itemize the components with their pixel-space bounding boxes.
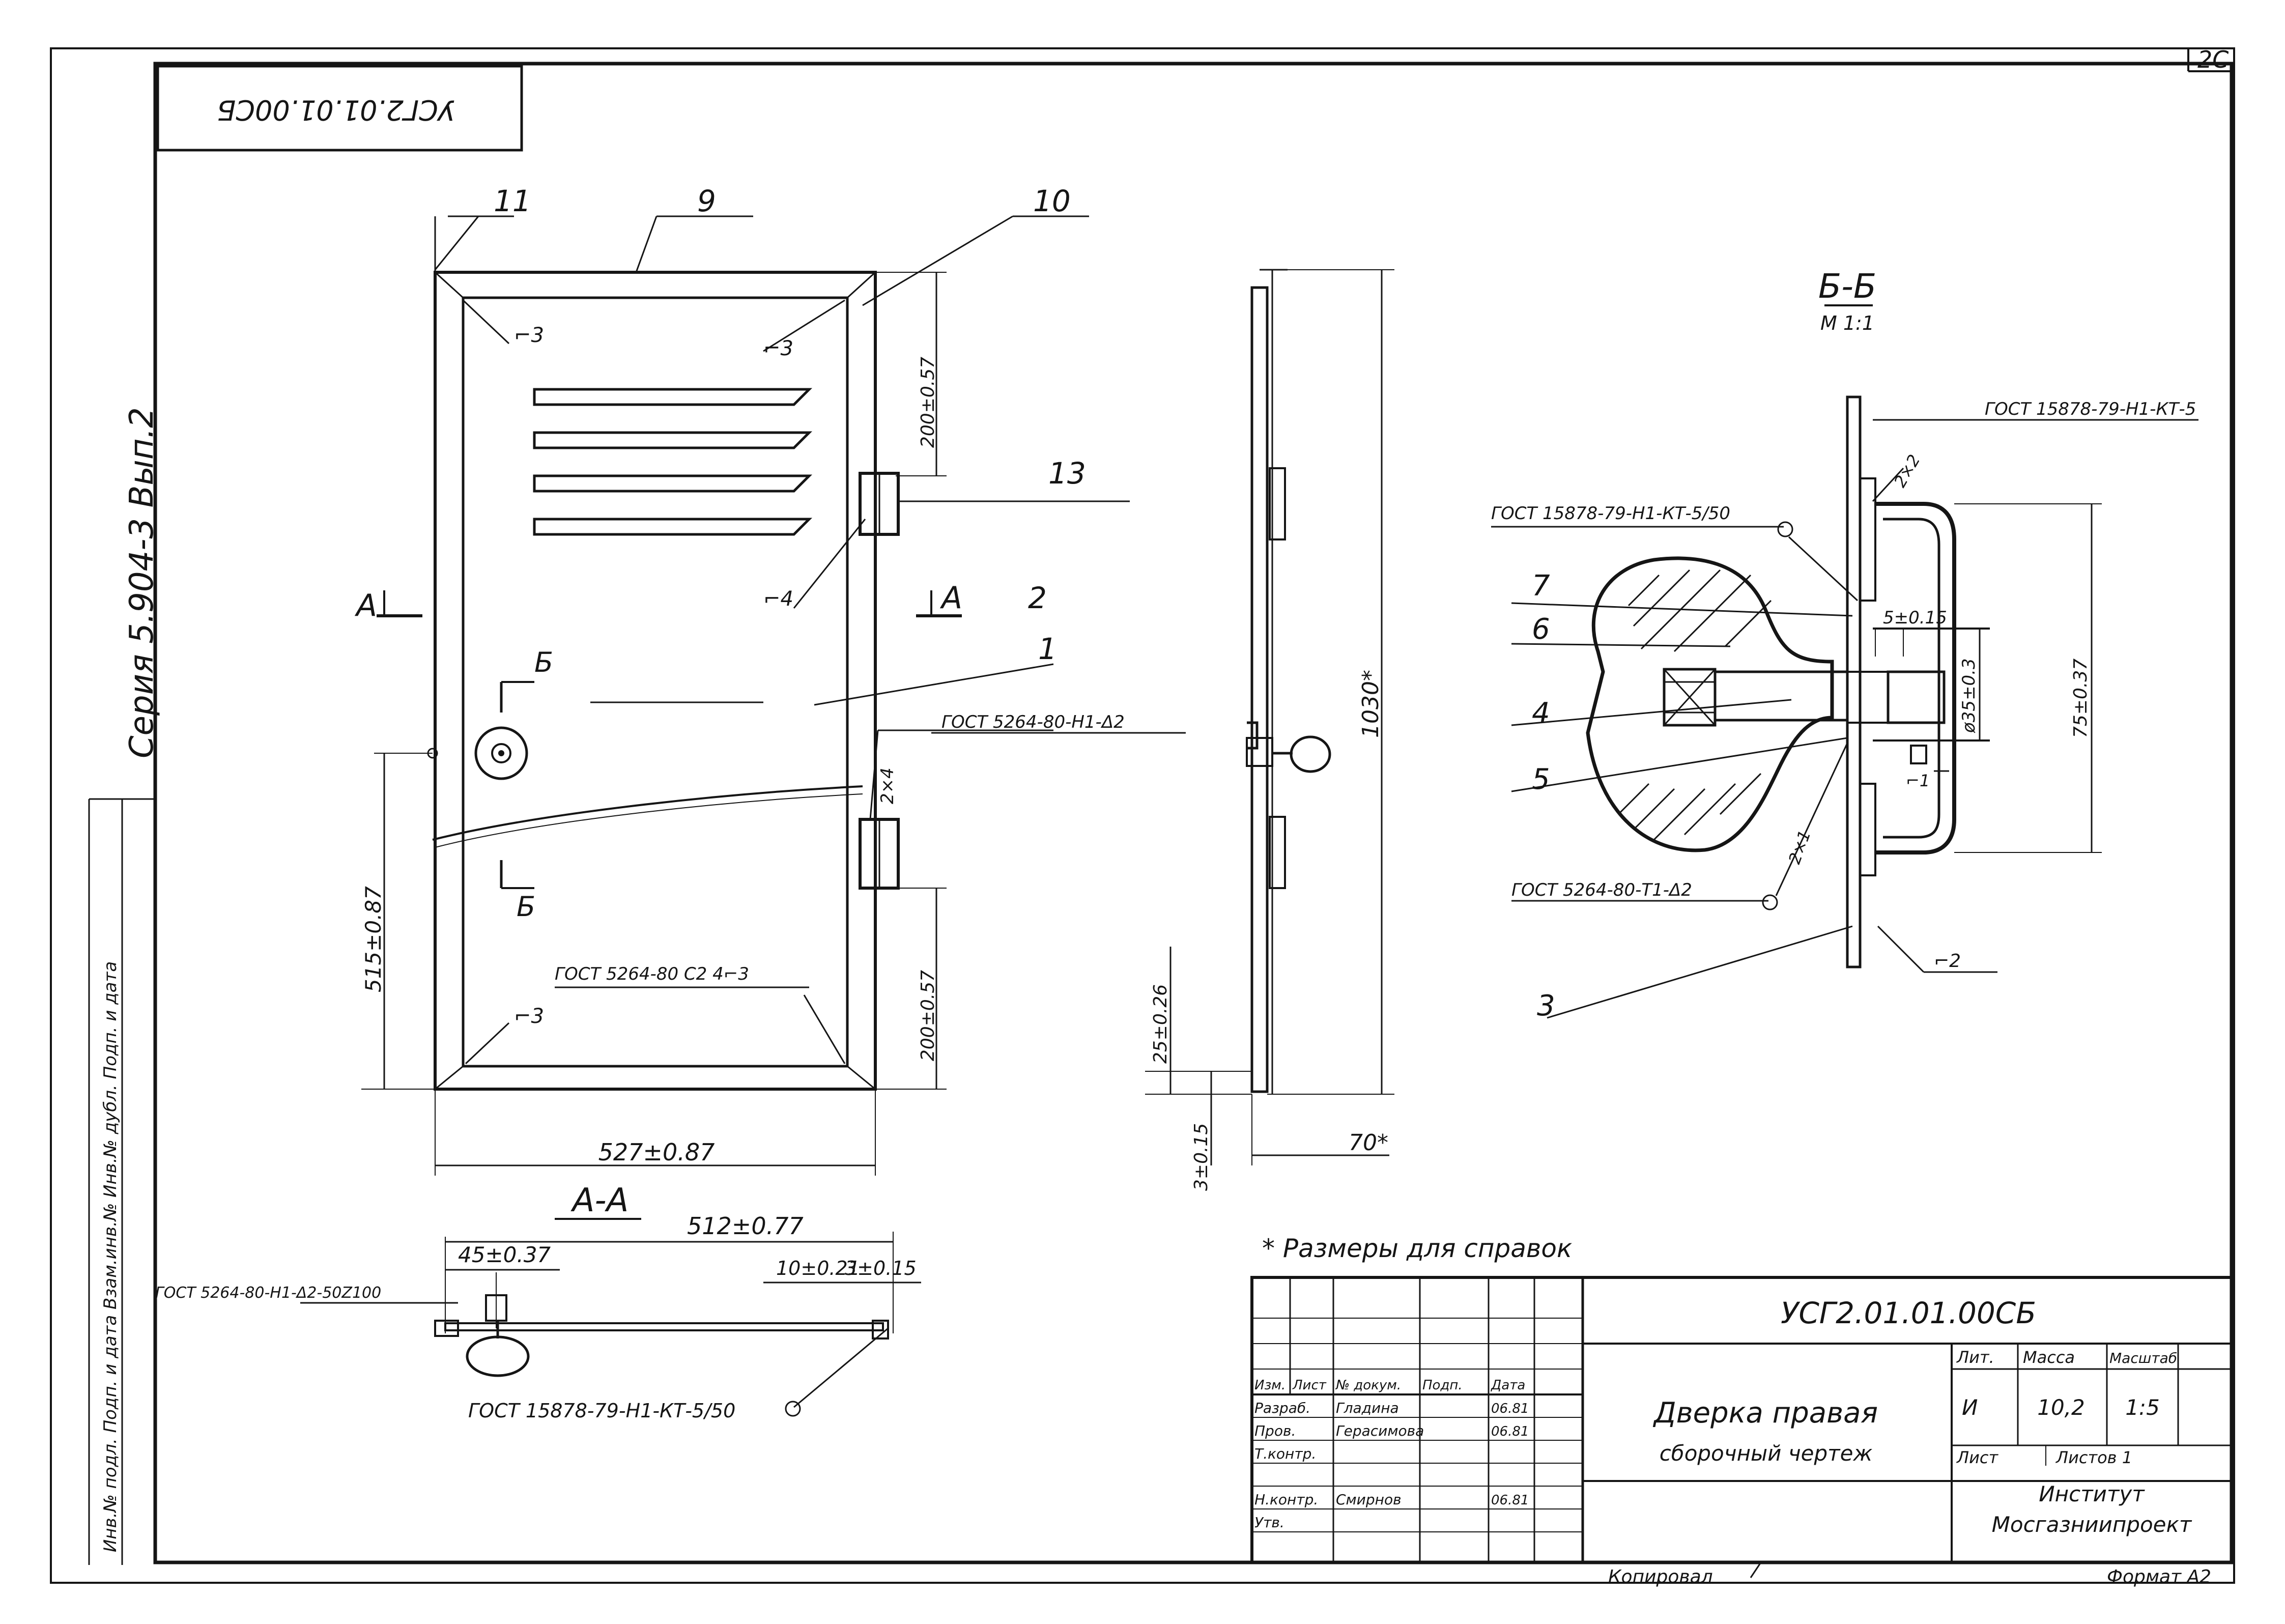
bb-callout-6: 6 [1532, 613, 1550, 646]
tb-name-1: Герасимова [1336, 1422, 1424, 1439]
corner-number: 2C [2197, 46, 2229, 73]
tb-head-podp: Подп. [1422, 1378, 1463, 1393]
title-block [1250, 1276, 2233, 1564]
tb-role-5: Утв. [1254, 1514, 1284, 1531]
tb-head-docnum: № докум. [1335, 1378, 1401, 1393]
tb-head-date: Дата [1491, 1378, 1525, 1393]
bb-callout-3: 3 [1537, 989, 1555, 1022]
bb-weld-num1: ⌐1 [1906, 771, 1930, 790]
bb-dim-height: 75±0.37 [2070, 659, 2091, 738]
tb-title-line1: Дверка правая [1652, 1397, 1878, 1430]
tb-role-1: Пров. [1254, 1422, 1296, 1439]
tb-lit-label: Лит. [1956, 1348, 1994, 1367]
tb-lit-value: И [1962, 1395, 1978, 1420]
tb-org-line1: Институт [2039, 1481, 2145, 1506]
bb-dim-dia: ø35±0.3 [1959, 658, 1979, 733]
dim-aa-thickness: 3±0.15 [845, 1257, 917, 1279]
dim-bottom-hinge: 200±0.57 [918, 970, 938, 1061]
callout-1: 1 [1038, 632, 1057, 666]
tb-org-line2: Мосгазниипроект [1992, 1512, 2192, 1537]
section-mark-b-bottom: Б [517, 891, 535, 923]
series-label: Серия 5.904-3 Вып.2 [123, 407, 161, 758]
section-mark-a-right: А [939, 580, 962, 616]
callout-2: 2 [1028, 581, 1047, 615]
callout-11: 11 [494, 184, 531, 218]
bb-callout-4: 4 [1532, 697, 1550, 730]
tb-role-4: Н.контр. [1254, 1491, 1318, 1508]
section-bb-scale: М 1:1 [1820, 312, 1874, 334]
tb-role-0: Разраб. [1254, 1400, 1310, 1416]
weld-mark-top-left: ⌐3 [514, 324, 544, 347]
inner-frame [153, 62, 2234, 1564]
dim-aa-handle-offset: 45±0.37 [458, 1242, 551, 1267]
section-aa-view [300, 1218, 921, 1417]
left-margin-labels: Инв.№ подл. Подп. и дата Взам.инв.№ Инв.… [100, 961, 121, 1552]
callout-13: 13 [1048, 456, 1086, 491]
top-stamp-code: УСГ2.01.01.00СБ [217, 94, 454, 126]
dim-width: 527±0.87 [598, 1138, 715, 1166]
bb-dim-gap: 5±0.15 [1883, 608, 1947, 628]
dim-lock-height: 515±0.87 [361, 886, 386, 992]
dim-aa-edge: 10±0.21 [776, 1257, 860, 1279]
std-bottom-weld: ГОСТ 5264-80 С2 4⌐3 [555, 964, 749, 984]
tb-doc-code: УСГ2.01.01.00СБ [1781, 1296, 2036, 1330]
outer-frame [50, 47, 2235, 1584]
top-stamp-box [156, 65, 523, 152]
std-bb-bottom: ГОСТ 5264-80-Т1-Δ2 [1511, 880, 1692, 900]
dim-side-thickness: 3±0.15 [1191, 1123, 1212, 1191]
std-hinge-weld: ГОСТ 5264-80-Н1-Δ2 [941, 712, 1125, 732]
tb-role-2: Т.контр. [1254, 1445, 1316, 1462]
bb-weld-num2: ⌐2 [1934, 951, 1961, 972]
tb-name-0: Гладина [1336, 1400, 1399, 1416]
reference-note: * Размеры для справок [1262, 1234, 1572, 1263]
std-aa-spot: ГОСТ 15878-79-Н1-КТ-5/50 [468, 1400, 735, 1422]
std-bb-left: ГОСТ 15878-79-Н1-КТ-5/50 [1491, 503, 1730, 524]
weld-mark-top-right: ⌐3 [763, 337, 793, 360]
side-view [1145, 269, 1394, 1165]
tb-scale-label: Масштаб [2109, 1350, 2177, 1366]
bb-callout-5: 5 [1532, 763, 1550, 796]
tb-sheets-label: Листов 1 [2055, 1448, 2132, 1467]
section-mark-b-top: Б [534, 646, 553, 678]
tb-date-1: 06.81 [1491, 1424, 1529, 1439]
tb-mass-label: Масса [2023, 1348, 2075, 1367]
dim-side-depth: 70* [1349, 1130, 1388, 1156]
dim-side-height: 1030* [1358, 670, 1384, 738]
tb-title-line2: сборочный чертеж [1660, 1441, 1873, 1466]
bb-callout-7: 7 [1532, 569, 1550, 603]
weld-mark-bottom-left: ⌐3 [514, 1005, 544, 1028]
dim-top-hinge: 200±0.57 [918, 357, 938, 448]
weld-mark-hinge: ⌐4 [763, 587, 793, 611]
tb-date-0: 06.81 [1491, 1401, 1529, 1416]
tb-scale-value: 1:5 [2125, 1395, 2160, 1420]
copied-by: Копировал [1608, 1566, 1713, 1587]
dim-hinge-weld: 2×4 [877, 767, 898, 804]
section-bb-title: Б-Б [1818, 267, 1876, 306]
std-aa-weld: ГОСТ 5264-80-Н1-Δ2-50Z100 [155, 1284, 381, 1302]
tb-head-list: Лист [1292, 1378, 1327, 1393]
bb-weld-top: 2×2 [1890, 451, 1924, 491]
tb-head-izm: Изм. [1254, 1378, 1286, 1393]
format-label: Формат А2 [2107, 1566, 2211, 1587]
bb-weld-mid: 2×1 [1785, 828, 1815, 866]
tb-name-4: Смирнов [1336, 1491, 1402, 1508]
front-view [361, 215, 1186, 1176]
std-bb-top: ГОСТ 15878-79-Н1-КТ-5 [1985, 399, 2196, 419]
section-aa-title: А-А [570, 1182, 629, 1219]
tb-date-4: 06.81 [1491, 1493, 1529, 1508]
section-bb-view [1491, 304, 2198, 1019]
dim-aa-width: 512±0.77 [687, 1212, 804, 1240]
callout-10: 10 [1033, 184, 1071, 218]
section-mark-a-left: А [354, 588, 377, 623]
tb-sheet-label: Лист [1956, 1448, 1998, 1467]
callout-9: 9 [697, 184, 716, 218]
dim-side-offset: 25±0.26 [1150, 984, 1171, 1064]
tb-mass-value: 10,2 [2037, 1395, 2085, 1420]
